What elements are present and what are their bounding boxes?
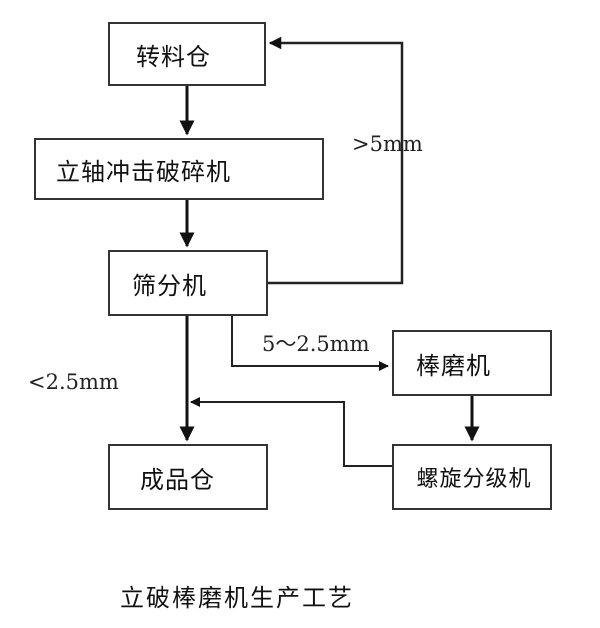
screening-machine-box: 筛分机 [108, 250, 268, 316]
product-bin-label: 成品仓 [140, 465, 215, 494]
edge-screen-to-rod-mill [231, 316, 389, 371]
transfer-bin-box: 转料仓 [108, 22, 266, 86]
spiral-classifier-box: 螺旋分级机 [392, 444, 552, 510]
oversize-label: >5mm [352, 132, 423, 156]
diagram-caption: 立破棒磨机生产工艺 [120, 584, 354, 612]
undersize-label: <2.5mm [28, 370, 119, 394]
product-bin-box: 成品仓 [108, 444, 268, 510]
screening-machine-label: 筛分机 [132, 271, 207, 300]
edge-screen-oversize-return [268, 36, 404, 285]
edge-classifier-to-product [190, 397, 392, 467]
middle-fraction-label: 5～2.5mm [262, 332, 370, 356]
spiral-classifier-label: 螺旋分级机 [416, 467, 532, 492]
vsi-crusher-label: 立轴冲击破碎机 [56, 157, 231, 186]
rod-mill-label: 棒磨机 [416, 351, 491, 380]
vsi-crusher-box: 立轴冲击破碎机 [34, 138, 324, 200]
rod-mill-box: 棒磨机 [392, 330, 552, 396]
transfer-bin-label: 转料仓 [136, 42, 211, 71]
